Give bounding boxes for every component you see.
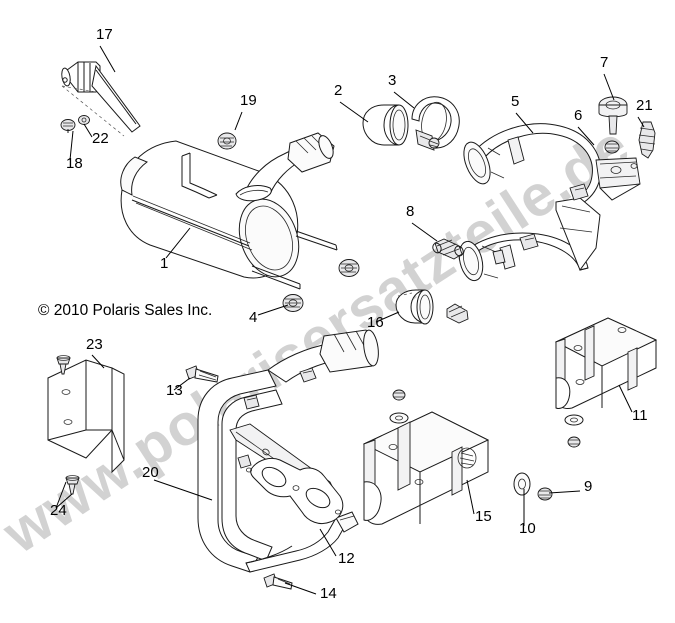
callout-2: 2 [334,82,342,99]
callout-15: 15 [475,508,492,525]
callout-leaders [55,45,645,595]
callout-3: 3 [388,72,396,89]
leader-13 [173,377,191,391]
leader-18 [69,130,74,161]
part-15-heat-shield [362,411,490,525]
part-23-heat-shield-plate [47,359,125,474]
part-8-spring [432,238,464,260]
leader-7 [603,73,615,101]
leader-19 [234,111,243,131]
leader-3 [393,91,415,109]
callout-14: 14 [320,585,337,602]
callout-22: 22 [92,130,109,147]
spring-small-center [446,303,469,324]
callout-10: 10 [519,520,536,537]
part-1-muffler [120,132,338,290]
leader-21 [637,116,645,128]
callout-13: 13 [166,382,183,399]
callout-6: 6 [574,107,582,124]
leader-17 [99,45,116,73]
leader-12 [319,528,337,557]
callout-23: 23 [86,336,103,353]
copyright-notice: © 2010 Polaris Sales Inc. [38,302,212,319]
part-21-spring [638,121,656,159]
callout-7: 7 [600,54,608,71]
part-9-nut [537,487,553,501]
leader-14 [284,582,317,595]
callout-17: 17 [96,26,113,43]
callout-9: 9 [584,478,592,495]
part-6-nut [604,140,620,154]
callout-20: 20 [142,464,159,481]
part-17-spark-arrestor-tool [61,61,141,137]
leader-24 [55,481,67,509]
leader-1 [165,227,191,259]
part-24-push-rivet-a [56,355,71,375]
part-18-screw [60,119,76,133]
leader-9 [548,490,581,494]
leader-23 [91,354,105,369]
callout-numbers: 1 2 3 4 5 6 7 8 9 10 11 12 13 14 15 16 1… [50,26,653,602]
callout-21: 21 [636,97,653,114]
part-4-grommet [282,294,304,312]
part-19-grommet [217,132,237,150]
part-13-bolt [185,365,219,383]
leader-20 [153,479,213,501]
part-14-bolt [263,573,293,590]
part-7-rivet [598,96,628,135]
leader-2 [339,101,369,123]
part-4b-grommet [338,259,360,277]
part-10-washer [513,472,531,496]
washer-pair-left [389,389,409,424]
callout-16: 16 [367,314,384,331]
leader-8 [411,222,438,242]
part-2-clamp-sleeve [362,104,409,146]
leader-11 [618,384,633,413]
callout-4: 4 [249,309,257,326]
callout-8: 8 [406,203,414,220]
part-11-heat-shield [554,317,658,409]
part-22-washer [78,115,90,125]
part-12-manifold-gasket [245,457,344,525]
callout-11: 11 [632,407,648,424]
leader-24b [55,493,73,509]
callout-19: 19 [240,92,257,109]
callout-24: 24 [50,502,67,519]
part-16-seal-ring [395,289,434,325]
callout-12: 12 [338,550,355,567]
part-5-exhaust-header-pipe [458,123,641,282]
leader-22 [83,123,93,138]
leader-15 [466,479,475,515]
callout-18: 18 [66,155,83,172]
leader-6 [577,126,595,146]
callout-5: 5 [511,93,519,110]
washer-pair-center [564,414,584,448]
leader-16 [375,311,400,323]
part-3-band-clamp [411,96,460,151]
part-24-push-rivet-b [65,475,80,495]
callout-1: 1 [160,255,168,272]
leader-4 [257,304,289,316]
leader-5 [515,112,534,134]
